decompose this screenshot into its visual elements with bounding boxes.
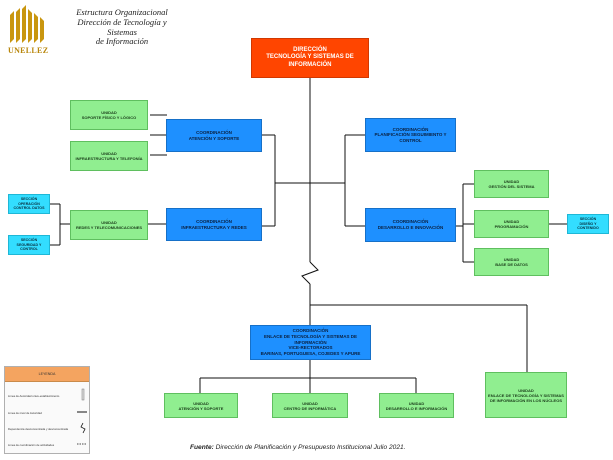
- unit-redes-line-1: UNIDAD: [101, 220, 117, 225]
- source-note: Fuente: Dirección de Planificación y Pre…: [190, 444, 406, 451]
- coord-planificacion-line-3: CONTROL: [399, 137, 422, 143]
- unit-enlace-nucleos-box: UNIDAD ENLACE DE TECNOLOGÍA Y SISTEMAS D…: [485, 372, 567, 418]
- legend-row-3: Dependencia desconcentrada y desconcentr…: [8, 427, 69, 431]
- coord-enlace-line-5: BARINAS, PORTUGUESA, COJEDES Y APURE: [260, 350, 361, 356]
- coord-infra-box: COORDINACIÓN INFRAESTRUCTURA Y REDES: [166, 208, 262, 241]
- unit-programacion-line-2: PROGRAMACIÓN: [494, 224, 529, 229]
- coord-enlace-line-4: VICE-RECTORADOS: [288, 345, 333, 351]
- coord-atencion-line-1: COORDINACIÓN: [196, 129, 232, 135]
- section-operacion-line-2: OPERACIÓN: [18, 201, 40, 206]
- unit-enlace-nucleos-line-1: UNIDAD: [518, 387, 534, 393]
- legend-row-4: Línea de coordinación de actividades: [8, 443, 55, 447]
- section-operacion-line-3: CONTROL DATOS: [13, 206, 45, 211]
- coord-enlace-box: COORDINACIÓN ENLACE DE TECNOLOGÍA Y SIST…: [250, 325, 371, 360]
- unit-centro-informatica-line-2: CENTRO DE INFORMÁTICA: [283, 405, 337, 411]
- unit-soporte-fisico-line-2: SOPORTE FÍSICO Y LÓGICO: [81, 115, 137, 120]
- direction-line-1: DIRECCIÓN: [293, 46, 327, 53]
- coord-planificacion-box: COORDINACIÓN PLANIFICACIÓN SEGUIMIENTO Y…: [365, 118, 456, 152]
- coord-planificacion-line-2: PLANIFICACIÓN SEGUIMIENTO Y: [374, 132, 447, 138]
- section-diseno-box: SECCIÓN DISEÑO Y CONTENIDO: [567, 214, 609, 234]
- unit-infra-telefonia-line-1: UNIDAD: [101, 151, 117, 156]
- unit-redes-line-2: REDES Y TELECOMUNICACIONES: [75, 225, 143, 230]
- unit-gestion-line-1: UNIDAD: [503, 179, 520, 184]
- unit-centro-informatica-box: UNIDAD CENTRO DE INFORMÁTICA: [272, 393, 348, 418]
- section-seguridad-line-2: SEGURIDAD Y: [16, 242, 42, 247]
- unit-enlace-nucleos-line-2: ENLACE DE TECNOLOGÍA Y SISTEMAS: [488, 392, 564, 398]
- unit-soporte-fisico-line-1: UNIDAD: [101, 110, 117, 115]
- unit-atencion-soporte-line-2: ATENCIÓN Y SOPORTE: [178, 405, 224, 411]
- coord-enlace-line-3: INFORMACIÓN: [294, 339, 327, 345]
- unit-base-datos-box: UNIDAD BASE DE DATOS: [474, 248, 549, 276]
- legend: LEYENDA Línea de Autoridad unive-estable…: [4, 366, 90, 454]
- section-diseno-line-3: CONTENIDO: [577, 226, 599, 231]
- unit-atencion-soporte-line-1: UNIDAD: [193, 400, 209, 406]
- unellez-logo: [10, 5, 44, 43]
- direction-line-3: INFORMACIÓN: [288, 61, 332, 68]
- source-text: Dirección de Planificación y Presupuesto…: [213, 444, 406, 451]
- coord-desarrollo-box: COORDINACIÓN DESARROLLO E INNOVACIÓN: [365, 208, 456, 242]
- unit-base-datos-line-2: BASE DE DATOS: [495, 262, 528, 267]
- coord-enlace-line-2: ENLACE DE TECNOLOGÍA Y SISTEMAS DE: [264, 334, 357, 340]
- unit-desarrollo-info-box: UNIDAD DESARROLLO E INFORMACIÓN: [379, 393, 454, 418]
- section-seguridad-box: SECCIÓN SEGURIDAD Y CONTROL: [8, 235, 50, 255]
- unit-infra-telefonia-box: UNIDAD INFRAESTRUCTURA Y TELEFONÍA: [70, 141, 148, 171]
- section-operacion-line-1: SECCIÓN: [20, 197, 38, 202]
- coord-atencion-box: COORDINACIÓN ATENCIÓN Y SOPORTE: [166, 119, 262, 152]
- section-diseno-line-1: SECCIÓN: [579, 217, 597, 222]
- unit-soporte-fisico-box: UNIDAD SOPORTE FÍSICO Y LÓGICO: [70, 100, 148, 130]
- legend-symbol-1: [81, 388, 85, 401]
- coord-desarrollo-line-2: DESARROLLO E INNOVACIÓN: [377, 225, 444, 230]
- unit-desarrollo-info-line-1: UNIDAD: [408, 400, 425, 406]
- coord-enlace-line-1: COORDINACIÓN: [292, 328, 329, 334]
- section-operacion-box: SECCIÓN OPERACIÓN CONTROL DATOS: [8, 194, 50, 214]
- coord-planificacion-line-1: COORDINACIÓN: [392, 126, 429, 132]
- unit-gestion-line-2: GESTIÓN DEL SISTEMA: [488, 184, 535, 189]
- legend-title: LEYENDA: [5, 367, 89, 382]
- unit-programacion-line-1: UNIDAD: [503, 219, 520, 224]
- unit-base-datos-line-1: UNIDAD: [503, 257, 520, 262]
- title-line-3: de Información: [95, 36, 149, 47]
- legend-row-2: Línea de nivel de Autoridad: [8, 411, 42, 415]
- section-seguridad-line-3: CONTROL: [20, 247, 38, 252]
- unit-redes-box: UNIDAD REDES Y TELECOMUNICACIONES: [70, 210, 148, 240]
- coord-atencion-line-2: ATENCIÓN Y SOPORTE: [188, 135, 240, 141]
- unit-atencion-soporte-box: UNIDAD ATENCIÓN Y SOPORTE: [164, 393, 238, 418]
- section-seguridad-line-1: SECCIÓN: [20, 238, 38, 243]
- section-diseno-line-2: DISEÑO Y: [579, 221, 597, 226]
- logo-text: UNELLEZ: [8, 46, 49, 55]
- unit-programacion-box: UNIDAD PROGRAMACIÓN: [474, 210, 549, 238]
- legend-symbol-3: [80, 422, 86, 434]
- coord-desarrollo-line-1: COORDINACIÓN: [392, 219, 429, 225]
- coord-infra-line-1: COORDINACIÓN: [196, 218, 232, 224]
- unit-desarrollo-info-line-2: DESARROLLO E INFORMACIÓN: [385, 405, 448, 411]
- title-line-1: Estructura Organizacional: [76, 7, 168, 17]
- coord-infra-line-2: INFRAESTRUCTURA Y REDES: [181, 224, 247, 230]
- page-title: Estructura Organizacional Dirección de T…: [62, 7, 182, 47]
- title-line-2: Dirección de Tecnología y Sistemas: [77, 16, 167, 37]
- unit-enlace-nucleos-line-3: DE INFORMACIÓN EN LOS NÚCLEOS: [489, 397, 562, 403]
- unit-centro-informatica-line-1: UNIDAD: [302, 400, 318, 406]
- source-label: Fuente:: [190, 444, 214, 451]
- legend-row-1: Línea de Autoridad unive-establecimiento: [8, 394, 60, 398]
- direction-line-2: TECNOLOGÍA Y SISTEMAS DE: [266, 54, 354, 61]
- legend-symbols: [77, 388, 87, 445]
- direction-box: DIRECCIÓN TECNOLOGÍA Y SISTEMAS DE INFOR…: [251, 38, 369, 78]
- unit-infra-telefonia-line-2: INFRAESTRUCTURA Y TELEFONÍA: [75, 156, 143, 161]
- unit-gestion-box: UNIDAD GESTIÓN DEL SISTEMA: [474, 170, 549, 198]
